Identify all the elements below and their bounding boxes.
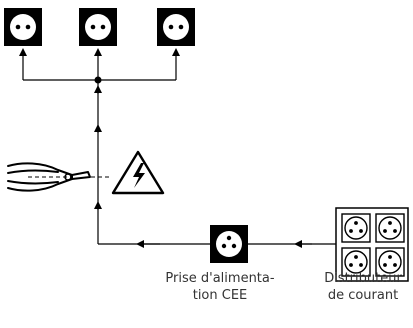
distributor-label-line2: de courant (327, 288, 399, 303)
socket-left-icon (4, 8, 42, 46)
wiring (19, 48, 336, 248)
distributor-label: Distributeur de courant (313, 270, 413, 304)
socket-middle-icon (79, 8, 117, 46)
cee-outlet-label-line1: Prise d'alimenta- (165, 271, 275, 286)
electric-warning-icon (111, 150, 165, 195)
junction-dot (94, 76, 102, 84)
wire-cutter-icon (7, 162, 91, 192)
cee-outlet-label-line2: tion CEE (192, 288, 248, 303)
cee-outlet-label: Prise d'alimenta- tion CEE (150, 270, 290, 304)
quad-socket-icon (335, 207, 409, 282)
distributor-label-line1: Distributeur (324, 271, 402, 286)
cee-socket-icon (210, 225, 248, 263)
socket-right-icon (157, 8, 195, 46)
